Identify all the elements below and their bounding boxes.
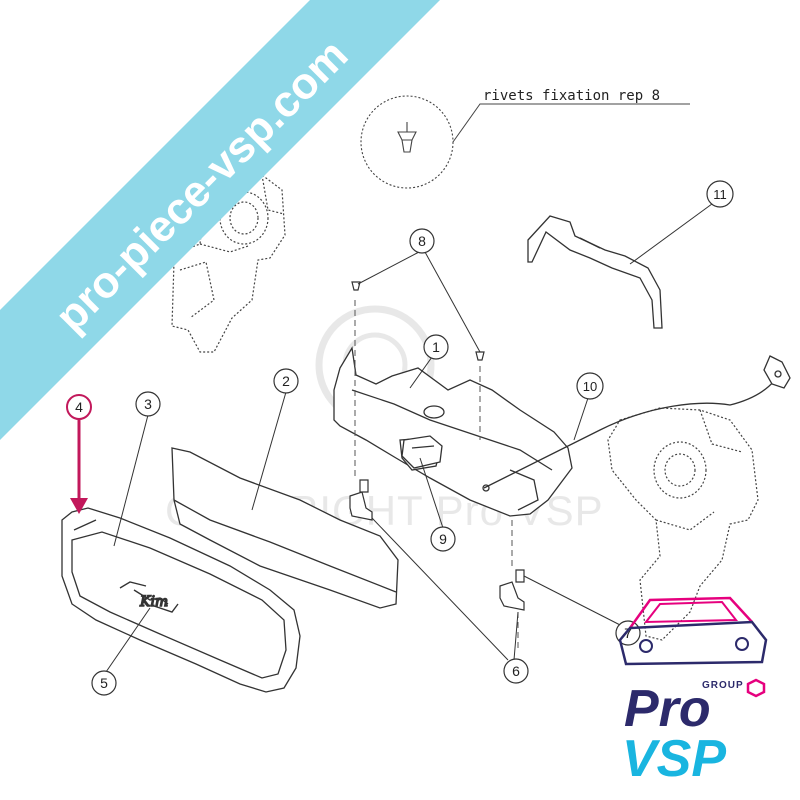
highlight-arrow — [70, 419, 88, 514]
callout-number: 3 — [144, 396, 152, 412]
seal-strip-part-2 — [171, 447, 399, 609]
callout-2: 2 — [273, 368, 299, 394]
rivets-note: rivets fixation rep 8 — [483, 88, 660, 104]
latch-part-9 — [401, 435, 443, 469]
rivet-leader — [452, 103, 690, 143]
callout-circle — [430, 526, 456, 552]
release-cable-part-10 — [483, 355, 791, 489]
callout-number: 2 — [282, 373, 290, 389]
logo-group-label: GROUP — [702, 680, 744, 691]
grille-part-3 — [61, 507, 301, 693]
callout-number: 5 — [100, 675, 108, 691]
callout-4: 4 — [66, 394, 92, 420]
callout-10: 10 — [576, 372, 604, 400]
callout-circle — [409, 228, 435, 254]
callout-number: 8 — [418, 233, 426, 249]
callout-circle — [91, 670, 117, 696]
callout-circle — [273, 368, 299, 394]
callout-number: 9 — [439, 531, 447, 547]
callout-circle — [576, 372, 604, 400]
brackets-part-6 — [349, 479, 525, 611]
callout-number: 1 — [432, 339, 440, 355]
callout-number: 11 — [713, 187, 727, 202]
callout-5: 5 — [91, 670, 117, 696]
callout-3: 3 — [135, 391, 161, 417]
callout-1: 1 — [423, 334, 449, 360]
logo-pro-label: Pro — [624, 680, 711, 738]
badge-lettering: Kim — [139, 594, 168, 610]
callout-number: 7 — [624, 625, 632, 641]
callout-8: 8 — [409, 228, 435, 254]
vertical-axis-lines — [354, 300, 519, 650]
leader-lines — [105, 200, 717, 673]
website-banner: pro-piece-vsp.com — [0, 0, 440, 440]
callout-circle — [706, 180, 734, 208]
bracket-part-11 — [527, 215, 663, 329]
callout-number: 6 — [512, 663, 520, 679]
right-body-structure — [607, 407, 759, 641]
callout-number: 4 — [75, 399, 83, 415]
callout-9: 9 — [430, 526, 456, 552]
badge-part-5: Kim — [119, 581, 179, 613]
website-banner-text: pro-piece-vsp.com — [46, 30, 357, 341]
rivets-part-8 — [351, 281, 485, 361]
callout-number: 10 — [583, 379, 597, 394]
car-outline-icon — [618, 596, 768, 666]
hex-nut-icon — [746, 678, 766, 698]
callout-circle — [503, 658, 529, 684]
rivet-detail — [360, 95, 454, 189]
callout-11: 11 — [706, 180, 734, 208]
callout-circle — [423, 334, 449, 360]
provsp-logo: GROUP Pro VSP — [618, 596, 768, 788]
callout-6: 6 — [503, 658, 529, 684]
callout-circle — [135, 391, 161, 417]
logo-vsp-label: VSP — [622, 730, 726, 788]
